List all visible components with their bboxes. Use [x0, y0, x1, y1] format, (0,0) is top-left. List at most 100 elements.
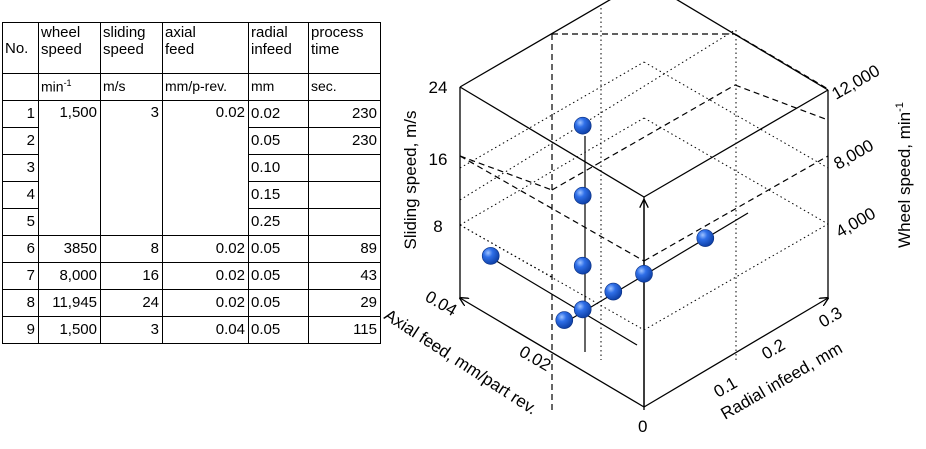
cell-text: 29	[360, 293, 377, 311]
cell-text: 0.02	[215, 266, 245, 284]
table-row: 2 0.05 230	[2, 127, 381, 155]
table-cell	[308, 181, 381, 209]
table-cell: 3	[100, 100, 163, 236]
cell-text: 1	[26, 104, 35, 122]
tick-label-wheel-12000: 12,000	[829, 61, 884, 103]
table-cell: 9	[2, 316, 39, 344]
tick-label-wheel-8000: 8,000	[831, 136, 877, 174]
cell-text: 3850	[63, 239, 97, 257]
table-cell: 0.05	[248, 127, 309, 155]
tick-label-axial-0.02: 0.02	[516, 342, 554, 375]
cell-text: 2	[26, 131, 35, 149]
table-cell: 0.05	[248, 235, 309, 263]
table-cell: 3	[100, 316, 163, 344]
cell-text: 230	[351, 131, 377, 149]
cell-text: 89	[360, 239, 377, 257]
table-cell: 230	[308, 100, 381, 128]
cell-text: 5	[26, 212, 35, 230]
cell-text: 16	[142, 266, 159, 284]
cell-text: 8,000	[59, 266, 97, 284]
header-text: axial	[165, 24, 196, 41]
table-cell: 230	[308, 127, 381, 155]
table-cell: 0.15	[248, 181, 309, 209]
table-cell: 3850	[38, 235, 101, 263]
cell-text: 3	[150, 104, 159, 121]
unit-text: m/s	[103, 78, 126, 95]
dashed-line	[734, 33, 829, 90]
table-cell: 115	[308, 316, 381, 344]
axis-title-sliding-speed: Sliding speed, m/s	[401, 111, 420, 250]
tick-label-radial-0.3: 0.3	[816, 303, 846, 331]
cell-text: 0.25	[251, 212, 281, 230]
table-cell: 7	[2, 262, 39, 290]
data-point-6	[573, 256, 592, 275]
table-unit-cell	[2, 73, 39, 101]
table-cell: 5	[2, 208, 39, 236]
header-text: time	[311, 40, 340, 58]
dotted-guides	[459, 8, 829, 360]
table-cell: 11,945	[38, 289, 101, 317]
table-row: 7 8,000 16 0.02 0.05 43	[2, 262, 381, 290]
cell-text: 0.05	[251, 320, 281, 338]
data-point-8	[573, 116, 592, 135]
dashed-line	[734, 84, 829, 121]
tick-label-sliding-24: 24	[429, 78, 448, 97]
cell-text: 8	[150, 239, 159, 257]
cell-text: 0.05	[251, 239, 281, 257]
data-point-1	[555, 311, 574, 329]
dashed-guides	[459, 33, 829, 410]
table-cell: 0.02	[162, 100, 249, 236]
header-text: radial	[251, 24, 288, 41]
dotted-line	[459, 61, 645, 169]
unit-text: min	[41, 78, 64, 95]
traverse-line-axial	[487, 255, 638, 346]
table-cell: 24	[100, 289, 163, 317]
cell-text: 43	[360, 266, 377, 284]
table-cell: 0.02	[162, 235, 249, 263]
unit-superscript: -1	[63, 77, 72, 88]
table-cell: 0.25	[248, 208, 309, 236]
table-unit-cell: sec.	[308, 73, 381, 101]
table-cell: 0.05	[248, 262, 309, 290]
axis-titles: Sliding speed, m/s Axial feed, mm/part r…	[381, 102, 914, 423]
tick-label-sliding-16: 16	[429, 150, 448, 169]
unit-text: mm	[251, 78, 275, 95]
cell-text: 0.02	[251, 104, 281, 122]
dotted-line	[459, 29, 736, 201]
cell-text: 0.02	[215, 104, 245, 121]
cell-text: 0.05	[251, 266, 281, 284]
cell-text: 6	[26, 239, 35, 257]
header-text: infeed	[251, 40, 292, 58]
header-text: process	[311, 24, 364, 41]
cell-text: 0.02	[215, 293, 245, 311]
dashed-line	[459, 155, 553, 191]
table-cell: 8,000	[38, 262, 101, 290]
data-point-5	[696, 229, 715, 247]
table-cell: 16	[100, 262, 163, 290]
cell-text: 7	[26, 266, 35, 284]
traverse-line-radial	[565, 212, 749, 323]
dotted-line	[643, 61, 829, 169]
cell-text: 9	[26, 320, 35, 338]
cell-text: 115	[353, 320, 377, 338]
table-cell: 3	[2, 154, 39, 182]
tick-label-axial-0.04: 0.04	[422, 287, 460, 320]
table-cell: 1,500	[38, 100, 101, 236]
table-cell: 89	[308, 235, 381, 263]
cell-text: 4	[26, 185, 35, 203]
cell-text: 0.10	[251, 158, 281, 176]
cell-text: 230	[351, 104, 377, 122]
data-points	[481, 116, 715, 329]
tick-label-wheel-4000: 4,000	[833, 204, 879, 242]
table-cell: 8	[100, 235, 163, 263]
data-point-3	[604, 282, 623, 301]
cell-text: 0.05	[251, 131, 281, 149]
